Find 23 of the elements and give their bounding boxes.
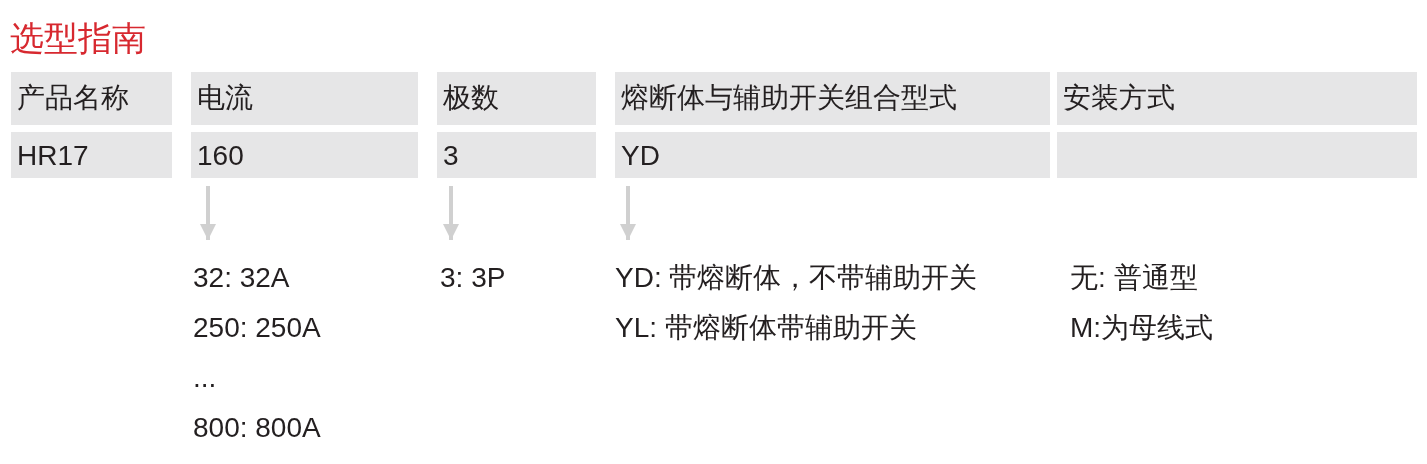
- title: 选型指南: [10, 18, 146, 58]
- option-text: M:为母线式: [1070, 311, 1214, 345]
- table-cell: [1057, 132, 1417, 178]
- option-text: ...: [193, 361, 217, 395]
- option-text: 32: 32A: [193, 261, 290, 295]
- option-text: 3: 3P: [440, 261, 506, 295]
- arrow: [443, 186, 459, 240]
- table-cell: HR17: [11, 132, 172, 178]
- arrow: [620, 186, 636, 240]
- header-cell: 极数: [437, 72, 596, 125]
- option-text: 250: 250A: [193, 311, 321, 345]
- header-cell: 熔断体与辅助开关组合型式: [615, 72, 1050, 125]
- header-cell: 产品名称: [11, 72, 172, 125]
- option-text: YL: 带熔断体带辅助开关: [615, 311, 917, 345]
- header-cell: 电流: [191, 72, 418, 125]
- arrow: [200, 186, 216, 240]
- option-text: 800: 800A: [193, 411, 321, 445]
- option-text: YD: 带熔断体，不带辅助开关: [615, 261, 978, 295]
- table-cell: 160: [191, 132, 418, 178]
- table-cell: 3: [437, 132, 596, 178]
- option-text: 无: 普通型: [1070, 261, 1198, 295]
- header-cell: 安装方式: [1057, 72, 1417, 125]
- table-cell: YD: [615, 132, 1050, 178]
